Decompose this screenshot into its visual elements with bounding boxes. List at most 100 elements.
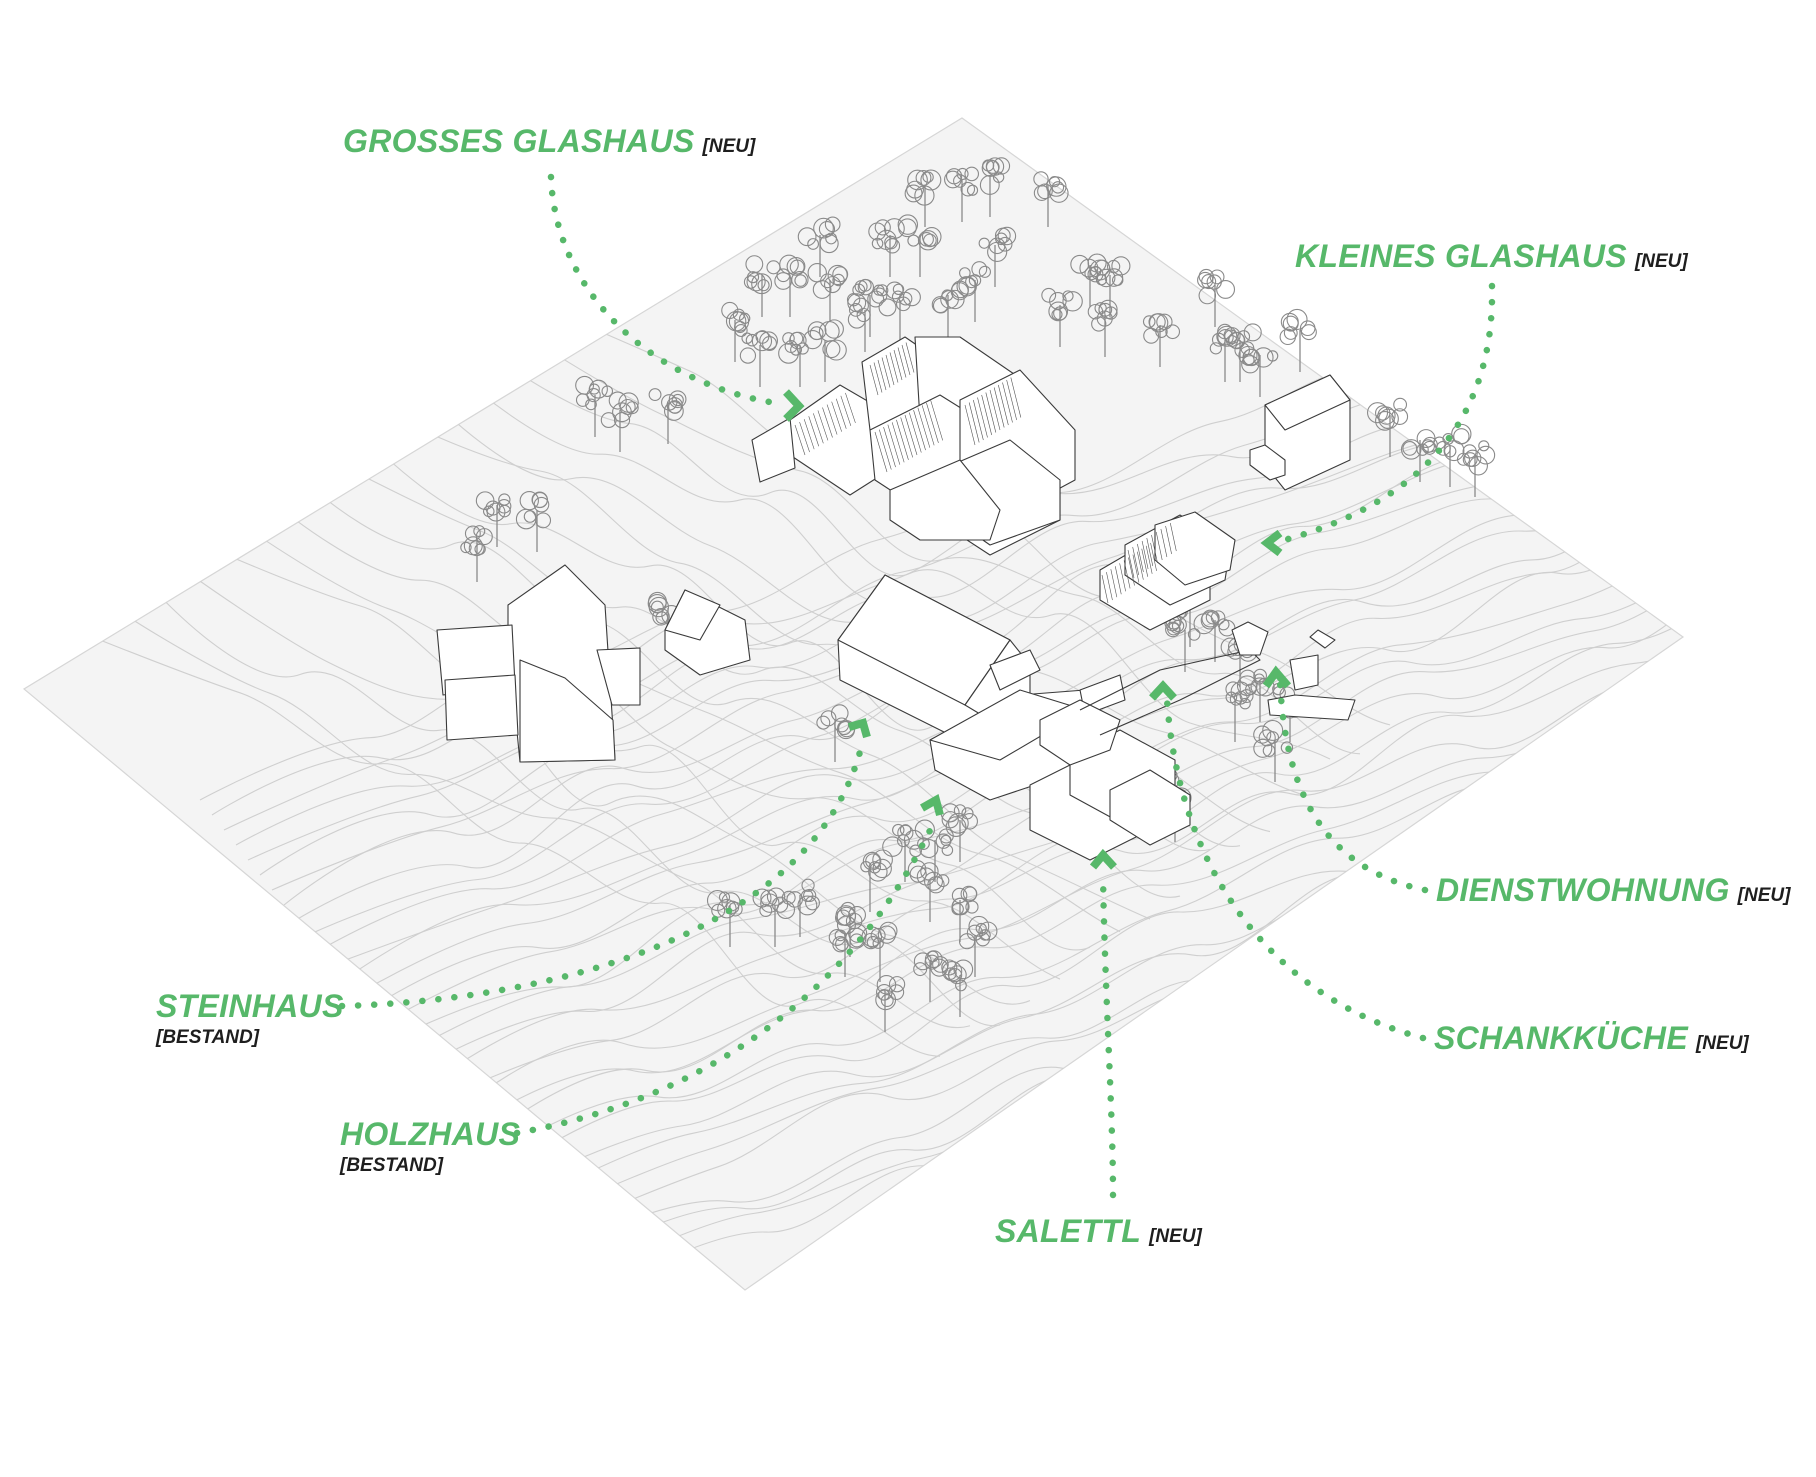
tree-icon bbox=[846, 290, 885, 352]
tree-icon bbox=[575, 375, 614, 437]
tree-icon bbox=[875, 974, 906, 1032]
label-tag: [BESTAND] bbox=[156, 1027, 260, 1048]
label-tag: [BESTAND] bbox=[340, 1155, 444, 1176]
tree-icon bbox=[1433, 423, 1472, 487]
arrowheads bbox=[783, 389, 1292, 870]
label-dienstwohnung: DIENSTWOHNUNG [NEU] bbox=[1436, 874, 1790, 906]
tree-icon bbox=[781, 878, 820, 937]
contour-line bbox=[279, 507, 1121, 933]
tree-icon bbox=[752, 887, 796, 947]
label-kleines-glashaus: KLEINES GLASHAUS [NEU] bbox=[1295, 240, 1688, 272]
building-small-house bbox=[664, 589, 751, 676]
tree-icon bbox=[913, 950, 949, 1002]
arrowhead-holzhaus bbox=[920, 793, 944, 817]
label-holzhaus: HOLZHAUS [BESTAND] bbox=[340, 1118, 520, 1175]
leader-lines bbox=[338, 173, 1496, 1199]
arrowhead-salettl bbox=[1089, 848, 1117, 870]
tree-icon bbox=[774, 254, 809, 317]
tree-icon bbox=[956, 261, 991, 322]
label-tag: [NEU] bbox=[1149, 1226, 1202, 1247]
tree-icon bbox=[460, 525, 493, 582]
label-name: SALETTL bbox=[995, 1213, 1142, 1249]
tree-icon bbox=[1225, 681, 1254, 742]
tree-icon bbox=[897, 214, 942, 277]
building-steinhaus bbox=[837, 574, 1041, 736]
leader-dienstwohnung bbox=[1276, 676, 1429, 894]
tree-icon bbox=[515, 490, 552, 552]
tree-icon bbox=[803, 319, 847, 382]
building-grosses-glashaus bbox=[789, 336, 1076, 556]
tree-icon bbox=[743, 255, 781, 317]
contour-line bbox=[489, 353, 1331, 760]
tree-icon bbox=[807, 263, 849, 322]
building-schankkueche bbox=[1029, 649, 1261, 861]
label-name: GROSSES GLASHAUS bbox=[343, 123, 695, 159]
tree-icon bbox=[1238, 345, 1279, 397]
tree-icon bbox=[1197, 268, 1236, 327]
arrowhead-kleines-glashaus bbox=[1260, 529, 1283, 557]
tree-icon bbox=[944, 166, 980, 222]
label-tag: [NEU] bbox=[1634, 251, 1688, 272]
label-name: KLEINES GLASHAUS bbox=[1295, 238, 1627, 274]
leader-salettl bbox=[1099, 871, 1117, 1199]
tree-icon bbox=[739, 330, 778, 387]
contour-line bbox=[309, 485, 1151, 920]
tree-icon bbox=[904, 169, 942, 227]
tree-icon bbox=[878, 281, 921, 342]
tree-icon bbox=[828, 923, 868, 977]
label-name: STEINHAUS bbox=[156, 988, 344, 1024]
tree-icon bbox=[941, 959, 974, 1017]
contour-line bbox=[519, 331, 1361, 755]
contour-line bbox=[439, 617, 1683, 1101]
arrowhead-dienstwohnung bbox=[1262, 665, 1292, 689]
contour-line bbox=[451, 612, 1683, 1116]
label-tag: [NEU] bbox=[702, 136, 756, 157]
tree-icon bbox=[721, 301, 751, 362]
contour-line bbox=[249, 529, 1091, 951]
building-kleines-glashaus bbox=[1099, 511, 1236, 631]
label-salettl: SALETTL [NEU] bbox=[995, 1215, 1202, 1247]
label-name: SCHANKKÜCHE bbox=[1434, 1020, 1688, 1056]
building-dienstwohnung bbox=[1231, 621, 1356, 721]
tree-icon bbox=[648, 388, 687, 444]
tree-icon bbox=[1089, 256, 1131, 317]
tree-icon bbox=[958, 915, 998, 977]
label-tag: [NEU] bbox=[1695, 1033, 1749, 1054]
tree-icon bbox=[1087, 299, 1118, 357]
tree-icon bbox=[1279, 308, 1317, 372]
buildings bbox=[436, 336, 1356, 861]
label-grosses-glashaus: GROSSES GLASHAUS [NEU] bbox=[343, 125, 755, 157]
building-left-barn bbox=[436, 564, 641, 763]
tree-icon bbox=[979, 157, 1011, 217]
tree-icon bbox=[1193, 609, 1236, 662]
label-schankkueche: SCHANKKÜCHE [NEU] bbox=[1434, 1022, 1749, 1054]
contour-line bbox=[189, 573, 1031, 1005]
tree-icon bbox=[475, 491, 512, 547]
tree-icon bbox=[600, 391, 639, 452]
arrowhead-steinhaus bbox=[847, 718, 871, 739]
tree-icon bbox=[1366, 397, 1409, 457]
arrowhead-grosses-glashaus bbox=[783, 389, 805, 422]
tree-groups bbox=[460, 157, 1496, 1032]
label-name: DIENSTWOHNUNG bbox=[1436, 872, 1730, 908]
tree-icon bbox=[868, 218, 905, 277]
leader-steinhaus bbox=[338, 736, 867, 1010]
tree-icon bbox=[1033, 171, 1069, 227]
arrowhead-schankkueche bbox=[1149, 680, 1177, 701]
label-steinhaus: STEINHAUS [BESTAND] bbox=[156, 990, 344, 1047]
tree-icon bbox=[778, 331, 809, 387]
tree-icon bbox=[1456, 440, 1496, 497]
tree-icon bbox=[951, 885, 979, 942]
label-tag: [NEU] bbox=[1737, 885, 1791, 906]
tree-icon bbox=[978, 226, 1017, 287]
tree-icon bbox=[1142, 313, 1181, 367]
leader-kleines-glashaus bbox=[1273, 282, 1496, 546]
contour-line bbox=[99, 639, 941, 1057]
tree-icon bbox=[914, 819, 954, 882]
tree-icon bbox=[931, 280, 969, 337]
tree-icon bbox=[1224, 323, 1262, 382]
tree-icon bbox=[882, 823, 924, 882]
label-name: HOLZHAUS bbox=[340, 1116, 521, 1152]
